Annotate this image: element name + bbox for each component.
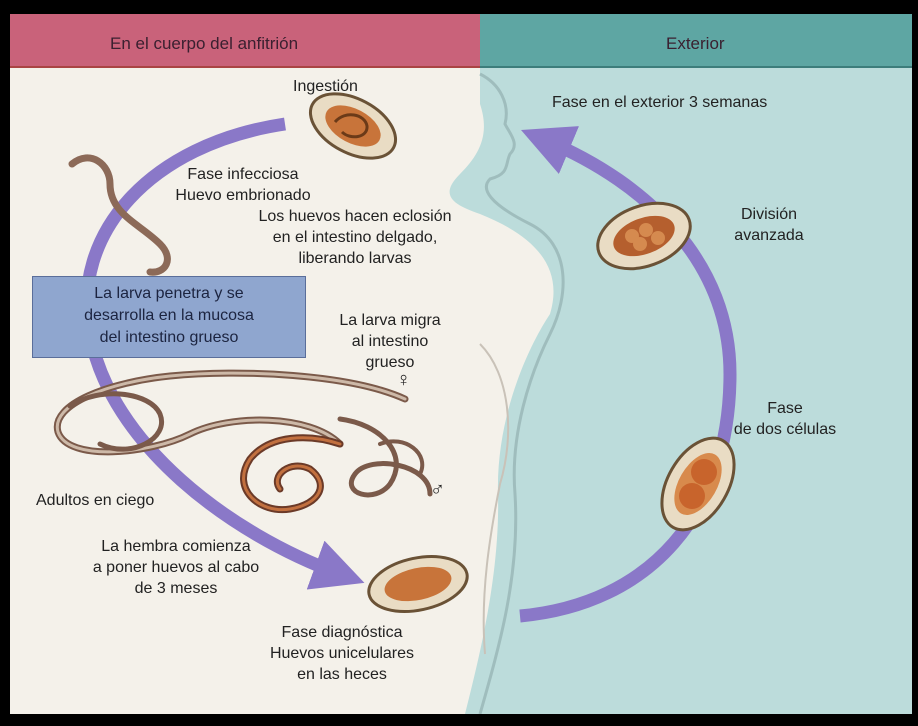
label-diagnostic-phase: Fase diagnóstica Huevos unicelulares en … bbox=[242, 622, 442, 685]
label-adults-cecum: Adultos en ciego bbox=[36, 490, 154, 511]
label-migrate-line3: grueso bbox=[320, 352, 460, 373]
label-female-laying: La hembra comienza a poner huevos al cab… bbox=[46, 536, 306, 599]
label-diag-line2: Huevos unicelulares bbox=[242, 643, 442, 664]
label-two-cell-phase: Fase de dos células bbox=[720, 398, 850, 440]
label-advanced-division: División avanzada bbox=[714, 204, 824, 246]
host-header-title: En el cuerpo del anfitrión bbox=[110, 34, 298, 54]
label-female-line2: a poner huevos al cabo bbox=[46, 557, 306, 578]
label-hatching-line2: en el intestino delgado, bbox=[205, 227, 505, 248]
label-migrate-line1: La larva migra bbox=[320, 310, 460, 331]
label-diag-line1: Fase diagnóstica bbox=[242, 622, 442, 643]
label-two-cell-line2: de dos células bbox=[720, 419, 850, 440]
label-two-cell-line1: Fase bbox=[720, 398, 850, 419]
label-female-line1: La hembra comienza bbox=[46, 536, 306, 557]
label-infective-line2: Huevo embrionado bbox=[148, 185, 338, 206]
label-division-line1: División bbox=[714, 204, 824, 225]
label-hatching-line1: Los huevos hacen eclosión bbox=[205, 206, 505, 227]
male-symbol: ♂ bbox=[430, 480, 445, 501]
label-hatching: Los huevos hacen eclosión en el intestin… bbox=[205, 206, 505, 269]
label-division-line2: avanzada bbox=[714, 225, 824, 246]
label-infective-phase: Fase infecciosa Huevo embrionado bbox=[148, 164, 338, 206]
label-larva-migrates: La larva migra al intestino grueso bbox=[320, 310, 460, 373]
label-female-line3: de 3 meses bbox=[46, 578, 306, 599]
life-cycle-diagram: En el cuerpo del anfitrión Exterior Inge… bbox=[10, 14, 912, 714]
label-hatching-line3: liberando larvas bbox=[205, 248, 505, 269]
exterior-header: Exterior bbox=[480, 14, 912, 68]
box-line3: del intestino grueso bbox=[33, 327, 305, 349]
diagram-graphics bbox=[10, 14, 912, 714]
label-exterior-phase: Fase en el exterior 3 semanas bbox=[552, 92, 767, 113]
box-line2: desarrolla en la mucosa bbox=[33, 305, 305, 327]
host-header: En el cuerpo del anfitrión bbox=[10, 14, 480, 68]
box-line1: La larva penetra y se bbox=[33, 283, 305, 305]
exterior-header-title: Exterior bbox=[666, 34, 725, 54]
label-migrate-line2: al intestino bbox=[320, 331, 460, 352]
label-ingestion: Ingestión bbox=[293, 76, 358, 97]
female-symbol: ♀ bbox=[396, 370, 411, 391]
egg-diagnostic bbox=[364, 548, 473, 620]
label-infective-line1: Fase infecciosa bbox=[148, 164, 338, 185]
label-diag-line3: en las heces bbox=[242, 664, 442, 685]
exterior-region bbox=[450, 66, 912, 714]
larva-penetrates-text: La larva penetra y se desarrolla en la m… bbox=[33, 283, 305, 349]
larva-penetrates-box: La larva penetra y se desarrolla en la m… bbox=[32, 276, 306, 358]
